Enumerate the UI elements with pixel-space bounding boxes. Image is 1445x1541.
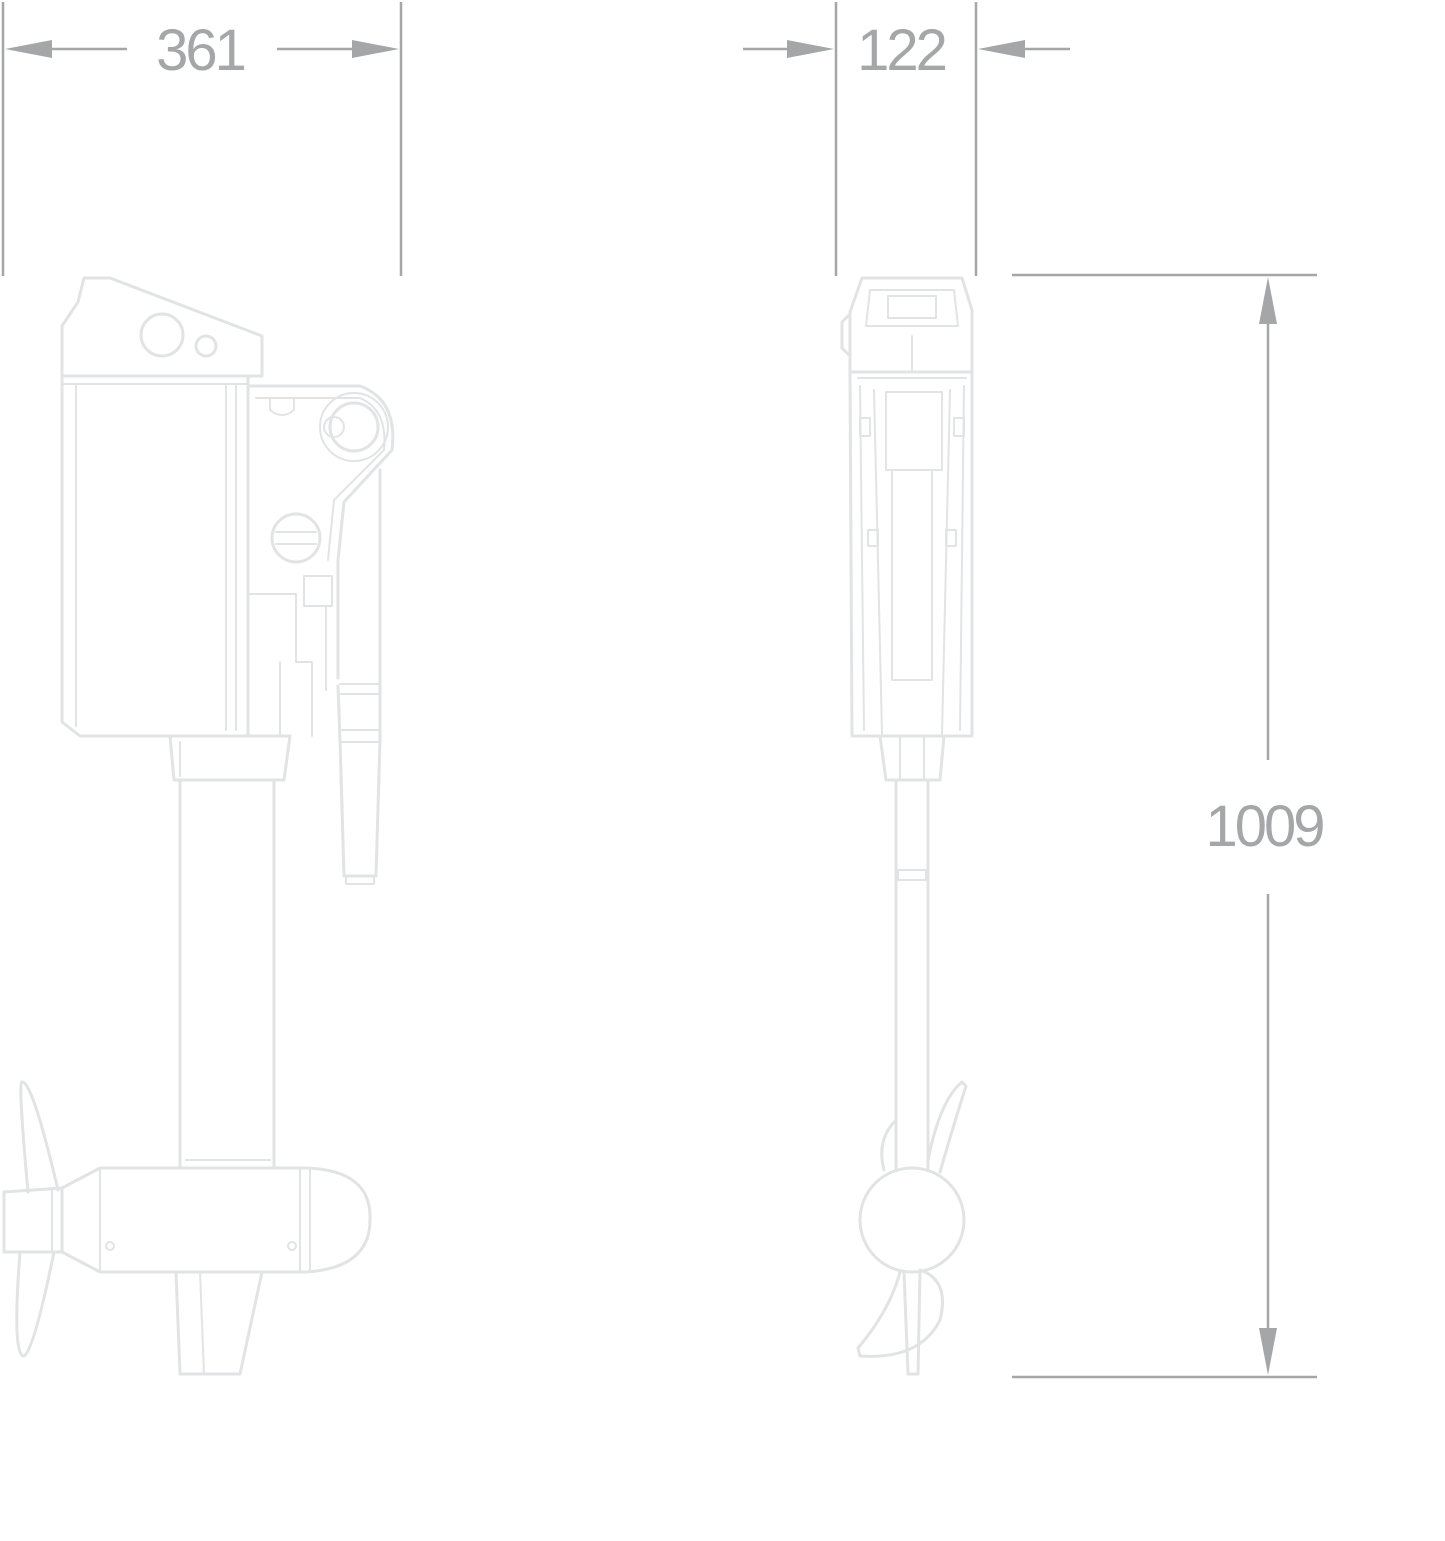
dimension-label-1009: 1009 bbox=[1205, 794, 1323, 859]
side-view bbox=[2, 276, 395, 1376]
dimension-width-front: 122 bbox=[743, 2, 1070, 276]
dimension-label-122: 122 bbox=[857, 18, 946, 83]
front-view bbox=[840, 276, 974, 1376]
dimension-label-361: 361 bbox=[156, 18, 245, 83]
dimension-height: 1009 bbox=[1012, 273, 1326, 1379]
dimension-width-side: 361 bbox=[1, 2, 403, 276]
